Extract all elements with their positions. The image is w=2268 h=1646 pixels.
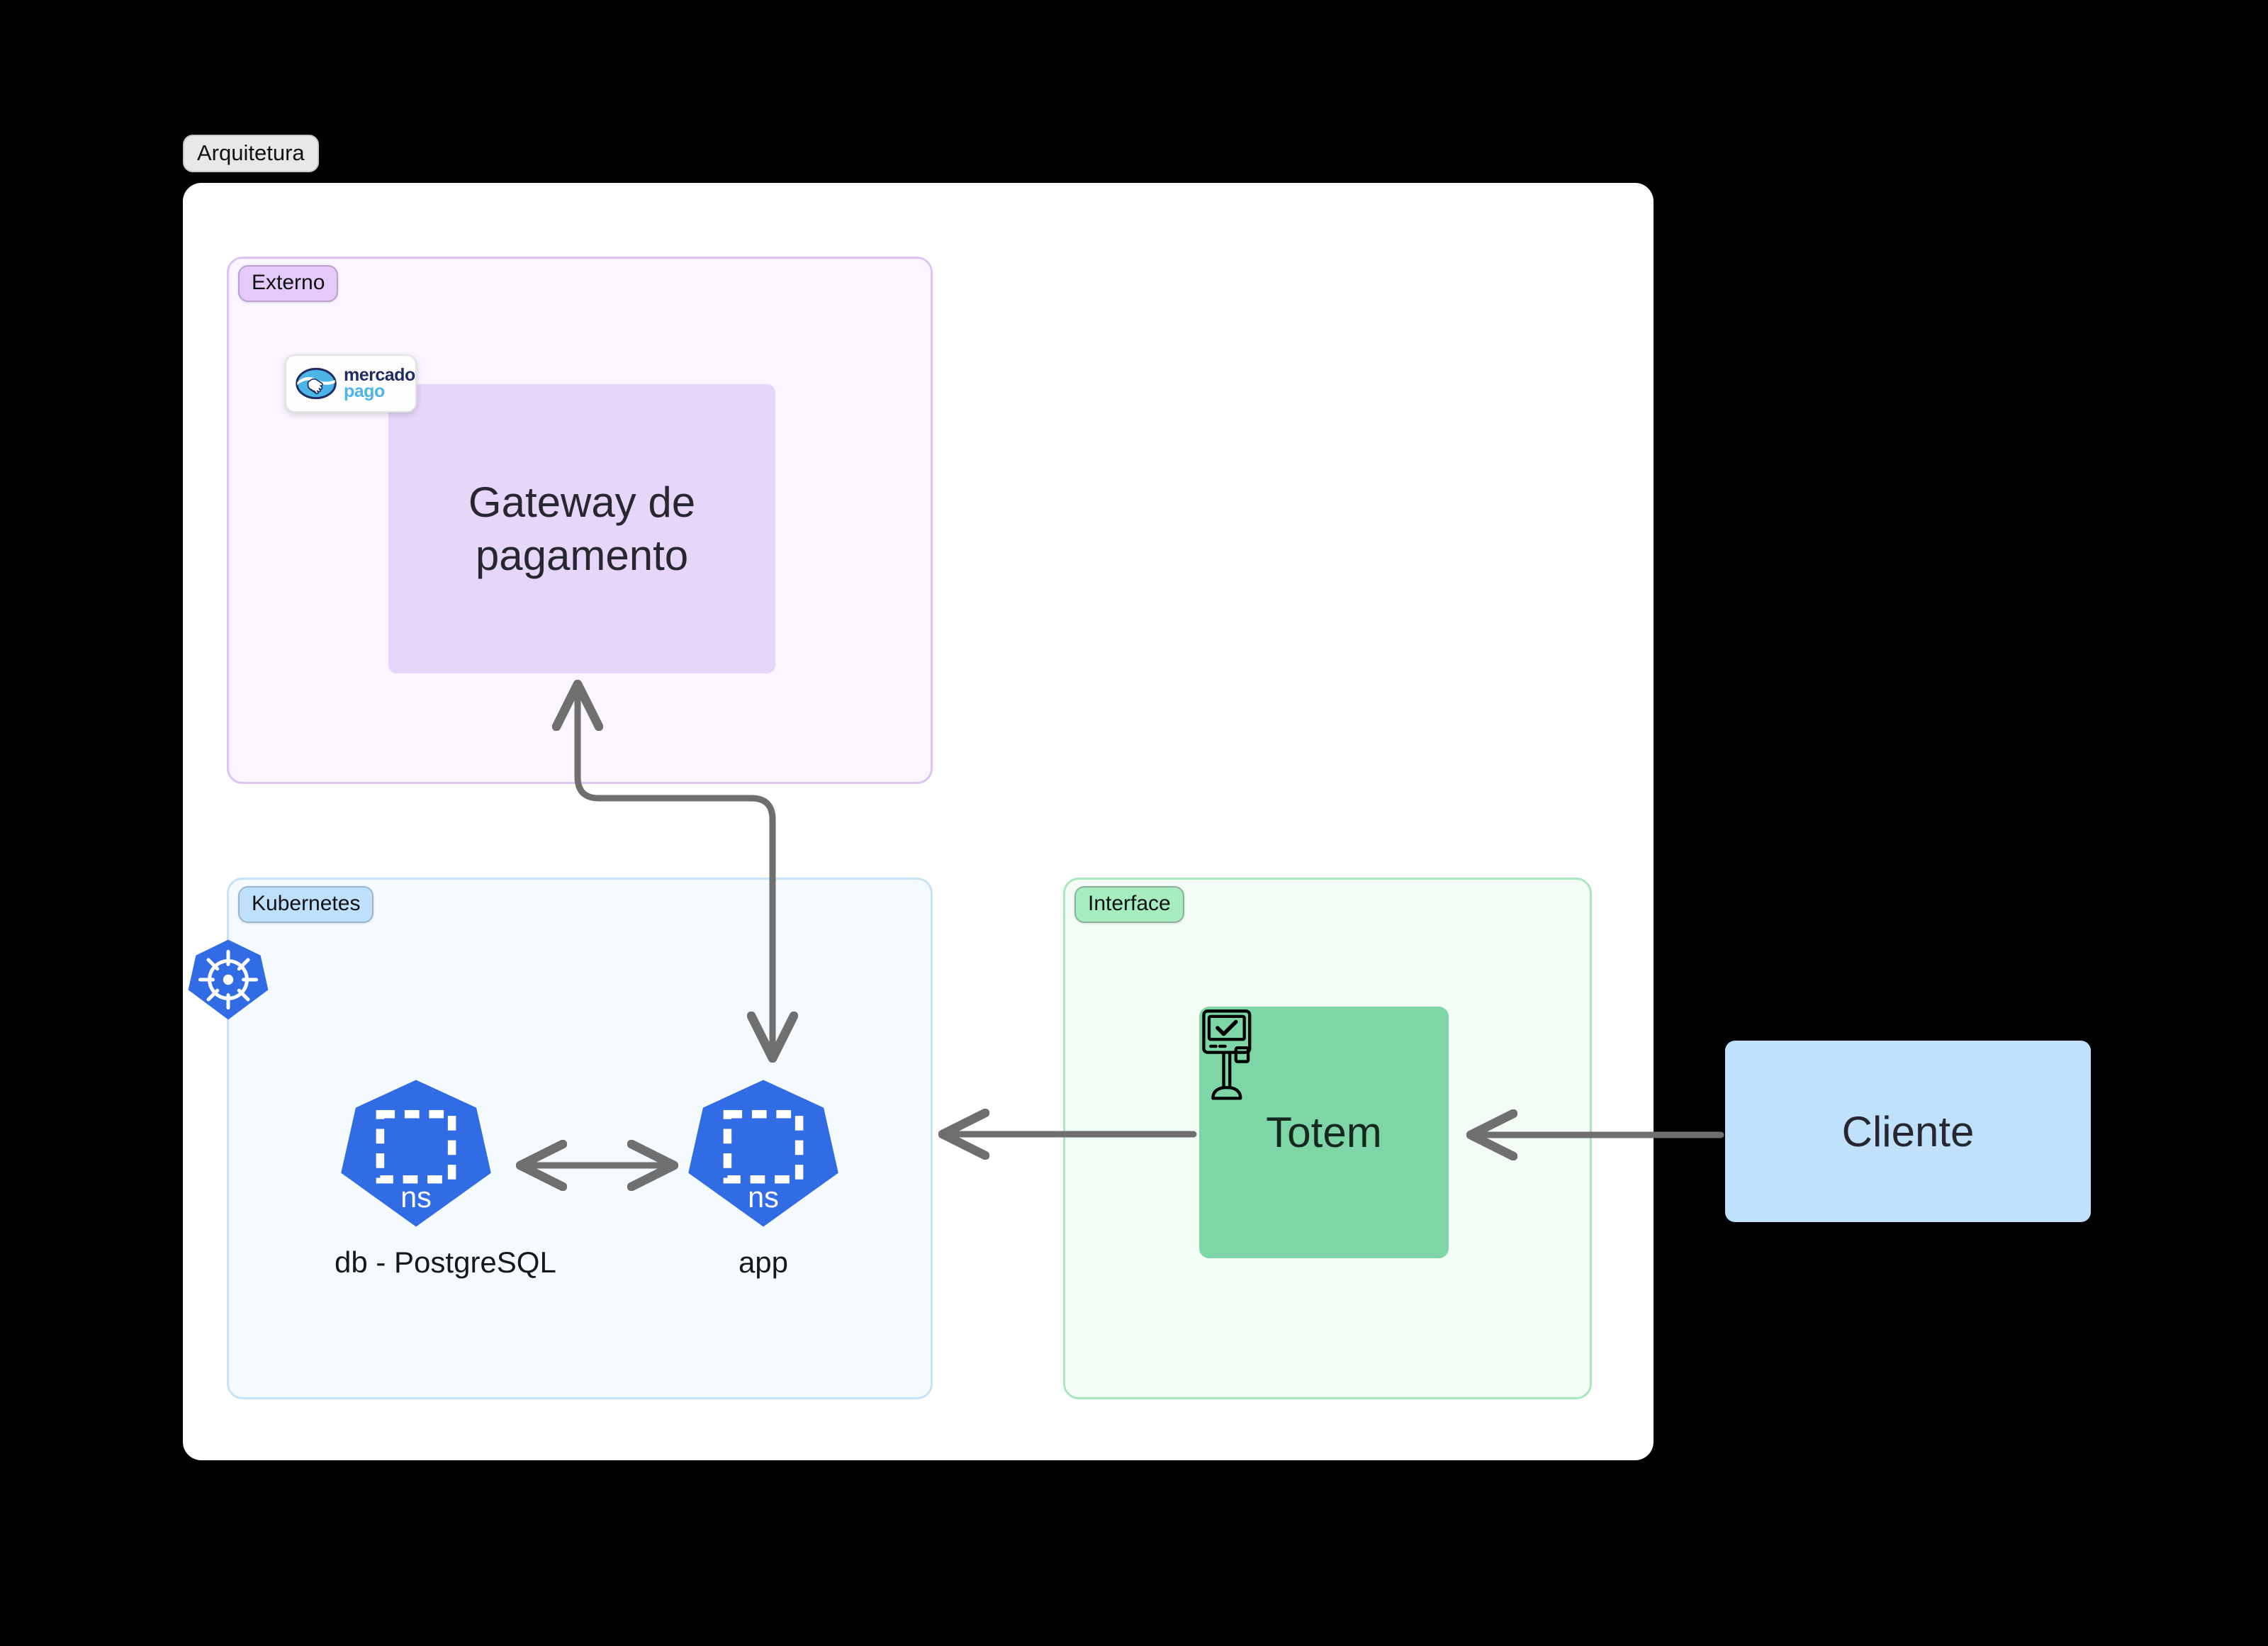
mercado-pago-line2: pago — [344, 381, 385, 401]
handshake-icon — [296, 367, 337, 400]
page-title: Arquitetura — [183, 135, 319, 172]
kubernetes-helm-icon — [188, 939, 269, 1020]
namespace-abbrev: ns — [748, 1181, 779, 1214]
node-cliente[interactable]: Cliente — [1725, 1041, 2091, 1222]
group-label-interface: Interface — [1074, 886, 1184, 923]
mercado-pago-wordmark: mercado pago — [344, 364, 415, 401]
kubernetes-namespace-icon: ns — [688, 1080, 838, 1227]
mercado-pago-line1: mercado — [344, 364, 415, 385]
node-app[interactable]: ns app — [682, 1072, 845, 1280]
node-label-app: app — [738, 1245, 789, 1279]
kubernetes-namespace-icon: ns — [341, 1080, 491, 1227]
namespace-abbrev: ns — [400, 1181, 432, 1214]
node-gateway-de-pagamento[interactable]: Gateway de pagamento — [388, 384, 775, 673]
group-label-kubernetes: Kubernetes — [238, 886, 374, 923]
node-db-postgresql[interactable]: ns db - PostgreSQL — [335, 1072, 556, 1280]
node-label-cliente: Cliente — [1841, 1107, 1975, 1155]
totem-kiosk-icon — [1202, 1009, 1252, 1100]
group-label-externo: Externo — [238, 265, 339, 302]
node-label-totem: Totem — [1266, 1109, 1382, 1156]
node-label-db: db - PostgreSQL — [335, 1245, 556, 1279]
mercado-pago-badge: mercado pago — [285, 354, 417, 413]
node-label-gateway: Gateway de pagamento — [468, 478, 696, 579]
